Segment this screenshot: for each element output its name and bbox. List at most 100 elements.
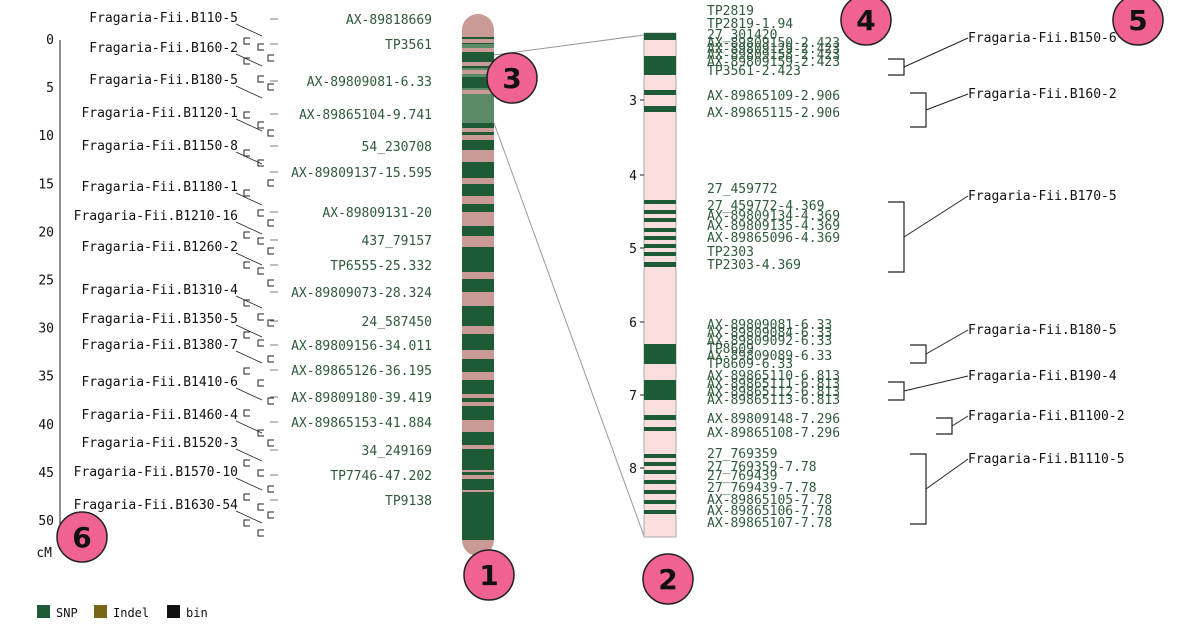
bin-group — [910, 453, 969, 525]
bin-connector — [925, 329, 969, 355]
callout-badge: 6 — [56, 511, 108, 563]
bin-label-right: Fragaria-Fii.B1110-5 — [968, 452, 1125, 467]
badge-circle — [56, 511, 108, 563]
zoom-body — [643, 32, 677, 538]
marker-label-zoom: 27_769439 — [707, 469, 777, 484]
legend-swatch — [37, 605, 50, 618]
legend-swatch — [94, 605, 107, 618]
bin-bracket-mark — [267, 279, 274, 287]
zoom-snp-band — [644, 56, 676, 75]
snp-marker-band — [462, 52, 494, 60]
bin-bracket — [888, 201, 905, 273]
bin-bracket-mark — [243, 331, 250, 339]
marker-label-zoom: AX-89809150-2.423 — [707, 36, 840, 51]
bin-group — [888, 195, 969, 273]
marker-label: AX-89865153-41.884 — [291, 416, 432, 431]
bin-bracket-mark — [243, 111, 250, 119]
snp-marker-band — [462, 77, 494, 88]
marker-label: 34_249169 — [362, 444, 432, 459]
marker-label: AX-89809137-15.595 — [291, 166, 432, 181]
bin-connector — [903, 37, 969, 68]
bin-bracket-mark — [243, 459, 250, 467]
label-connector — [235, 23, 263, 37]
label-connector — [235, 53, 263, 67]
badge-circle — [642, 553, 694, 605]
marker-label: AX-89865104-9.741 — [299, 108, 432, 123]
marker-label: TP6555-25.332 — [330, 259, 432, 274]
callout-badge: 2 — [642, 553, 694, 605]
label-connector — [235, 448, 263, 462]
label-connector — [235, 221, 263, 235]
marker-label: TP9138 — [385, 494, 432, 509]
bin-group — [936, 415, 969, 435]
axis-tick-label: 45 — [38, 466, 54, 481]
snp-marker-band — [462, 449, 494, 470]
bin-group — [910, 329, 969, 364]
snp-marker-band — [462, 140, 494, 150]
legend-label: bin — [186, 606, 208, 620]
marker-label: 24_587450 — [362, 315, 432, 330]
bin-bracket-mark — [267, 355, 274, 363]
marker-label-zoom: 27_769439-7.78 — [707, 481, 817, 496]
marker-label-zoom: AX-89865110-6.813 — [707, 369, 840, 384]
label-connector — [235, 192, 263, 206]
marker-label-zoom: AX-89809089-6.33 — [707, 349, 832, 364]
zoom-snp-band — [644, 210, 676, 214]
snp-marker-band — [462, 278, 494, 292]
chromosome-gap-band — [462, 198, 494, 202]
zoom-snp-band — [644, 480, 676, 484]
badge-circle — [486, 52, 538, 104]
marker-label: AX-89809081-6.33 — [307, 75, 432, 90]
zoom-axis-tick-label: 3 — [629, 94, 637, 109]
bin-bracket — [910, 92, 927, 128]
axis-tick-label: 5 — [46, 81, 54, 96]
chromosome-gap-band — [462, 240, 494, 244]
chromosome-gap-band — [462, 428, 494, 432]
marker-label-zoom: 27_459772 — [707, 182, 777, 197]
zoom-snp-band — [644, 427, 676, 431]
label-connector — [235, 387, 263, 401]
bin-label-left: Fragaria-Fii.B180-5 — [89, 73, 238, 88]
chromosome-zoom — [643, 32, 677, 538]
badge-number: 6 — [72, 521, 91, 554]
label-connector — [235, 295, 263, 309]
chromosome-gap-band — [462, 375, 494, 379]
marker-label: TP7746-47.202 — [330, 469, 432, 484]
bin-label-left: Fragaria-Fii.B1310-4 — [81, 283, 238, 298]
bin-bracket-mark — [243, 149, 250, 157]
bin-bracket-mark — [257, 209, 264, 217]
bin-bracket-mark — [267, 54, 274, 62]
bin-bracket-mark — [257, 237, 264, 245]
legend-item: SNP — [37, 605, 78, 620]
bin-label-left: Fragaria-Fii.B1630-54 — [74, 498, 239, 513]
chromosome-gap-band — [462, 90, 494, 94]
bin-bracket-mark — [267, 319, 274, 327]
zoom-snp-band — [644, 90, 676, 95]
marker-label: AX-89818669 — [346, 13, 432, 28]
marker-label-zoom: TP2819 — [707, 4, 754, 19]
bin-bracket-mark — [257, 43, 264, 51]
snp-marker-band — [462, 358, 494, 372]
label-connector — [235, 350, 263, 364]
marker-label-zoom: AX-89865107-7.78 — [707, 516, 832, 531]
bin-group — [888, 375, 969, 401]
bin-label-left: Fragaria-Fii.B1570-10 — [74, 465, 238, 480]
bin-label-right: Fragaria-Fii.B170-5 — [968, 189, 1117, 204]
chromosome-gap-band — [462, 275, 494, 279]
badge-circle — [1112, 0, 1164, 46]
bin-connector — [925, 458, 969, 490]
bin-label-left: Fragaria-Fii.B1180-1 — [81, 180, 238, 195]
marker-label: AX-89809180-39.419 — [291, 391, 432, 406]
snp-marker-band — [462, 226, 494, 236]
bin-label-left: Fragaria-Fii.B1260-2 — [81, 240, 238, 255]
bin-bracket — [888, 58, 905, 76]
marker-label-zoom: 27_459772-4.369 — [707, 199, 824, 214]
badge-number: 1 — [479, 559, 498, 592]
snp-marker-band — [462, 492, 494, 540]
bin-bracket-mark — [267, 485, 274, 493]
bin-label-right: Fragaria-Fii.B180-5 — [968, 323, 1117, 338]
marker-label-zoom: AX-89809134-4.369 — [707, 209, 840, 224]
bin-label-left: Fragaria-Fii.B1150-8 — [81, 139, 238, 154]
marker-label-zoom: AX-89809135-4.369 — [707, 219, 840, 234]
bin-label-right: Fragaria-Fii.B1100-2 — [968, 409, 1125, 424]
